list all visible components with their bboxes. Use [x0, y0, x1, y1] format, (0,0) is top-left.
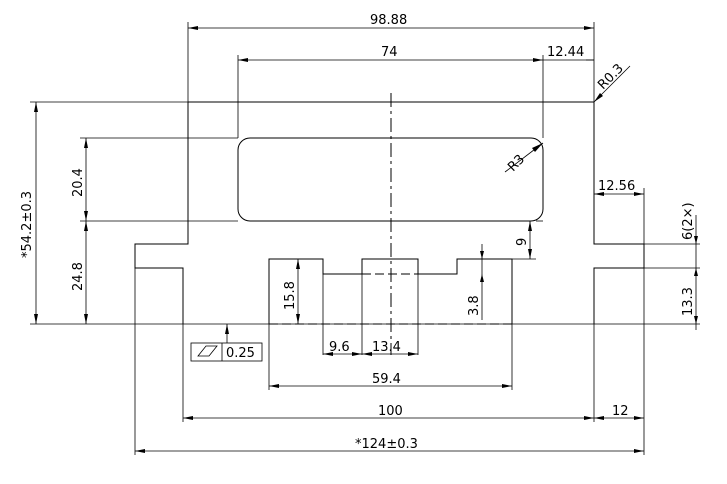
flatness-symbol: [197, 345, 218, 357]
dim-notch-height: 6(2×): [681, 202, 696, 240]
dimension-texts: 98.88 74 12.44 R0.3 R3 12.56 6(2×) 13.3 …: [20, 13, 696, 452]
dim-slot-height: 20.4: [71, 168, 86, 197]
dim-lower-height: 24.8: [71, 262, 86, 291]
part-outline: [134, 101, 645, 325]
dim-slot-width: 74: [381, 45, 398, 60]
dim-right-tab: 12: [612, 404, 629, 419]
dim-slot-to-step: 9: [515, 238, 530, 246]
dim-right-offset: 12.44: [547, 45, 584, 60]
extension-lines: [30, 22, 700, 455]
dimension-lines: [34, 26, 698, 453]
dim-gap-small: 9.6: [329, 340, 350, 355]
dim-center-width: 13.4: [372, 340, 401, 355]
dim-total-width: *124±0.3: [355, 437, 418, 452]
dim-corner-radius: R0.3: [595, 61, 627, 93]
dim-slot-radius: R3: [505, 152, 528, 175]
dim-pocket-width: 59.4: [372, 372, 401, 387]
dim-pocket-depth: 15.8: [283, 281, 298, 310]
tolerance-frame: 0.25: [190, 342, 263, 362]
dim-base-width: 100: [378, 404, 403, 419]
dim-notch-width: 12.56: [598, 179, 635, 194]
dim-top-width: 98.88: [370, 13, 407, 28]
dim-small-step: 3.8: [467, 295, 482, 316]
dim-total-height: *54.2±0.3: [20, 191, 35, 258]
tolerance-value: 0.25: [226, 346, 255, 361]
dim-right-lower: 13.3: [681, 287, 696, 316]
